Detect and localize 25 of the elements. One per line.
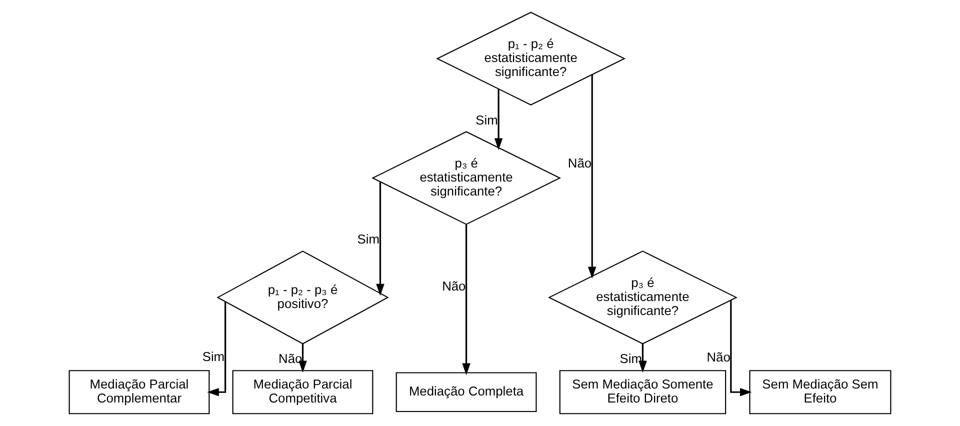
arrow [588, 74, 596, 279]
node-diamond: p₁ - p₂ - p₃ é positivo? [216, 250, 389, 344]
node-diamond: p₃ é estatisticamente significante? [372, 131, 562, 225]
node-box: Sem Mediação Somente Efeito Direto [559, 370, 726, 414]
arrow [730, 300, 752, 396]
edge-label: Não [706, 349, 730, 364]
node-box: Mediação Parcial Competitiva [232, 370, 374, 414]
edge-label: Não [278, 351, 302, 366]
arrow [298, 344, 307, 373]
arrow [207, 302, 226, 396]
edge-label: Não [568, 155, 592, 170]
edge-label: Sim [620, 351, 642, 366]
edge-label: Sim [357, 232, 380, 247]
node-diamond: p₃ é estatisticamente significante? [548, 250, 738, 344]
node-box: Mediação Completa [396, 372, 537, 412]
arrow [638, 344, 647, 373]
edge-label: Sim [202, 348, 225, 364]
node-box: Sem Mediação Sem Efeito [749, 370, 892, 414]
node-diamond: p₁ - p₂ é estatisticamente significante? [436, 12, 626, 106]
arrow [462, 224, 470, 376]
arrow [494, 89, 503, 150]
edge-label: Não [442, 278, 466, 294]
node-box: Mediação Parcial Complementar [68, 370, 210, 414]
edge-label: Sim [476, 112, 498, 128]
arrow [376, 182, 384, 296]
